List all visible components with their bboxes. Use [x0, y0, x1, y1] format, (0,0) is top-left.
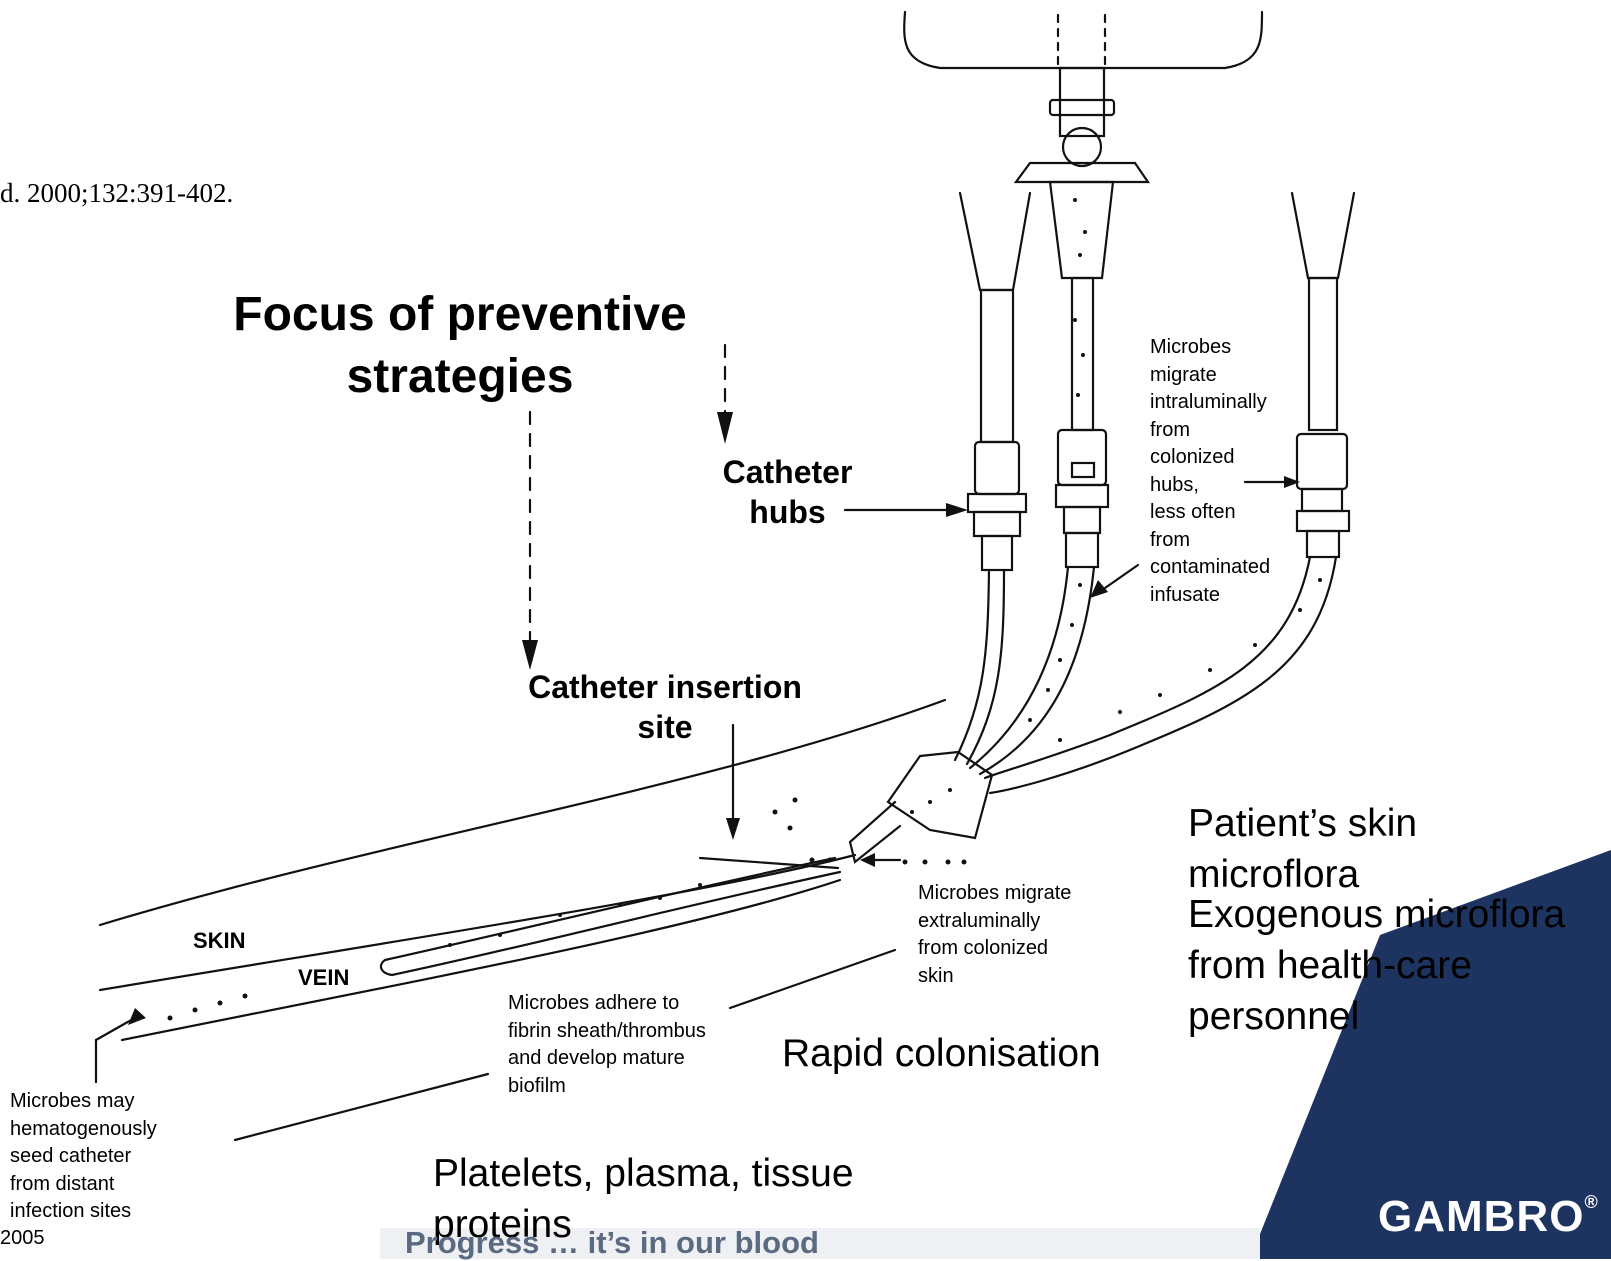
right-hub [1297, 434, 1347, 489]
biofilm-annotation: Microbes adhere to fibrin sheath/thrombu… [508, 990, 706, 1100]
catheter-hubs-label: Catheter hubs [700, 452, 875, 532]
focus-heading: Focus of preventive strategies [200, 284, 720, 408]
right-funnel [1292, 193, 1354, 278]
citation-reference: d. 2000;132:391-402. [0, 178, 233, 209]
intraluminal-annotation: Microbes migrate intraluminally from col… [1150, 334, 1270, 609]
skin-label: SKIN [193, 928, 246, 954]
catheter-hubs-line1: Catheter [700, 452, 875, 492]
insertion-site-label: Catheter insertion site [510, 667, 820, 747]
catheter-hubs-line2: hubs [700, 492, 875, 532]
iv-bag [904, 12, 1262, 68]
patient-skin-text: Patient’s skin microflora [1188, 798, 1417, 900]
focus-heading-line2: strategies [200, 346, 720, 408]
focus-heading-line1: Focus of preventive [200, 284, 720, 346]
vein-line-upper [100, 855, 855, 990]
drip-chamber [1060, 68, 1104, 136]
hematogenous-annotation: Microbes may hematogenously seed cathete… [10, 1088, 157, 1226]
footer-tagline: Progress … it’s in our blood [405, 1225, 819, 1261]
insertion-site-line1: Catheter insertion [510, 667, 820, 707]
insertion-site-line2: site [510, 707, 820, 747]
left-funnel [960, 193, 1030, 290]
footer-year: 2005 [0, 1227, 45, 1250]
extraluminal-annotation: Microbes migrate extraluminally from col… [918, 880, 1071, 990]
gambro-logo-mark: ® [1584, 1192, 1598, 1212]
exogenous-text: Exogenous microflora from health-care pe… [1188, 889, 1565, 1042]
vein-line-lower [122, 880, 840, 1040]
left-hub [975, 442, 1019, 494]
intravascular-catheter [381, 858, 840, 975]
gambro-logo-text: GAMBRO [1378, 1192, 1584, 1241]
hub-junction [888, 752, 992, 838]
rapid-colonisation-text: Rapid colonisation [782, 1028, 1101, 1079]
vein-label: VEIN [298, 965, 349, 991]
gambro-logo: GAMBRO® [1378, 1192, 1599, 1242]
